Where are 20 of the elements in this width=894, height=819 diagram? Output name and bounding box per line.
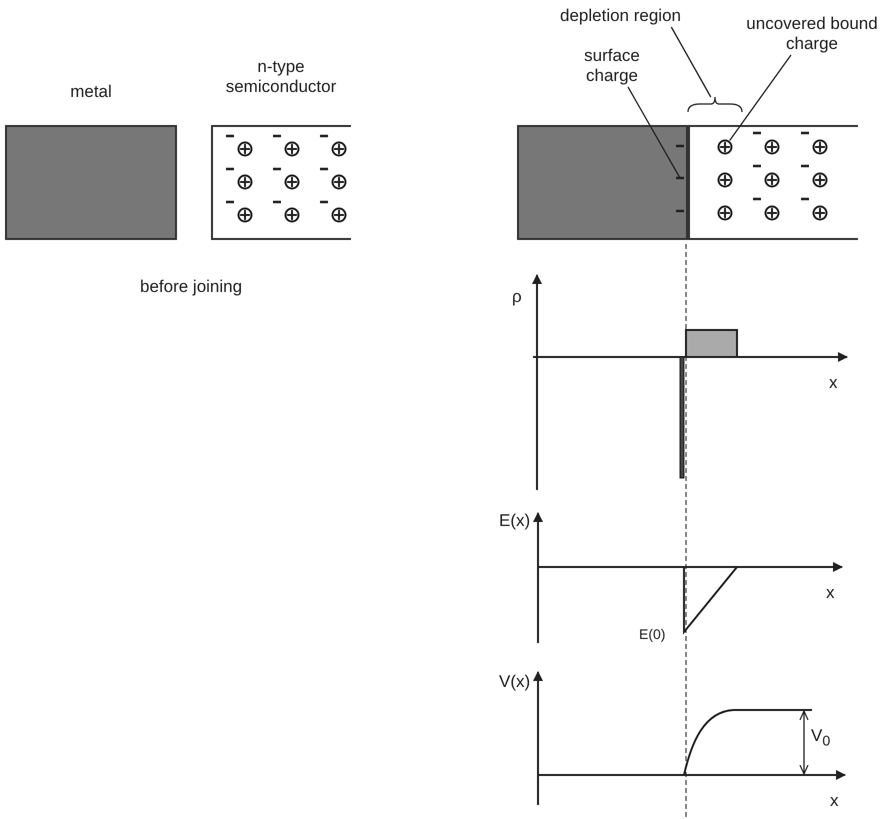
plus-charge-icon — [718, 140, 732, 154]
value-label: E(0) — [639, 625, 666, 644]
axis-label: x — [826, 583, 834, 603]
leader-line — [670, 26, 712, 98]
axis-label: ρ — [512, 287, 522, 307]
leader-line — [729, 54, 792, 141]
callout-text: depletion region — [560, 6, 681, 26]
axis-label: V(x) — [499, 672, 530, 692]
axis-label: E(x) — [499, 511, 530, 531]
block-title: n-type semiconductor — [224, 57, 338, 97]
block-title: metal — [69, 82, 113, 102]
axis-label: x — [830, 791, 838, 811]
minus-charge-icon — [676, 176, 684, 180]
brace — [687, 96, 743, 112]
callout-text: uncovered bound charge — [745, 14, 879, 54]
value-label: V$_{0}$ — [811, 726, 830, 752]
caption: before joining — [140, 277, 242, 297]
leader-line — [627, 86, 681, 178]
axis-label: x — [829, 373, 838, 393]
callout-text: surface charge — [583, 46, 641, 86]
